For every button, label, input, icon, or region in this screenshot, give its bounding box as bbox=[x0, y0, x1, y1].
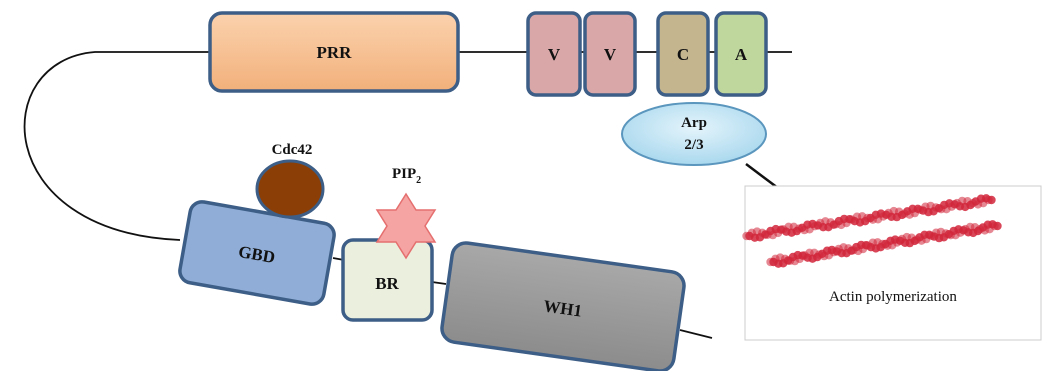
gbd-domain: GBD bbox=[178, 200, 336, 306]
c-domain: C bbox=[656, 11, 710, 97]
actin-monomer bbox=[984, 195, 993, 205]
prr-label: PRR bbox=[317, 43, 353, 62]
actin-filaments bbox=[742, 194, 1002, 268]
br-domain: BR bbox=[341, 238, 434, 322]
v-domain-1: V bbox=[526, 11, 582, 97]
actin-filament-upper bbox=[742, 194, 996, 242]
arp23-complex: Arp 2/3 bbox=[621, 102, 767, 166]
pip2-lipid: PIP2 bbox=[375, 166, 437, 260]
backbone-line bbox=[23, 51, 792, 339]
a-label: A bbox=[735, 45, 748, 64]
cdc42-label: Cdc42 bbox=[272, 142, 313, 158]
actin-panel: Actin polymerization bbox=[742, 185, 1042, 341]
arp-label-line2: 2/3 bbox=[684, 137, 703, 153]
cdc42-gtpase: Cdc42 bbox=[255, 142, 325, 219]
arp-label-line1: Arp bbox=[681, 115, 707, 131]
v1-label: V bbox=[548, 45, 561, 64]
v2-label: V bbox=[604, 45, 617, 64]
actin-filament-lower bbox=[766, 220, 1002, 268]
actin-monomer bbox=[990, 221, 999, 231]
c-label: C bbox=[677, 45, 689, 64]
pip2-label: PIP2 bbox=[392, 166, 421, 186]
actin-caption: Actin polymerization bbox=[829, 289, 957, 305]
v-domain-2: V bbox=[583, 11, 637, 97]
wh1-domain: WH1 bbox=[440, 241, 686, 371]
prr-domain: PRR bbox=[208, 11, 460, 93]
a-domain: A bbox=[714, 11, 768, 97]
br-label: BR bbox=[375, 274, 399, 293]
